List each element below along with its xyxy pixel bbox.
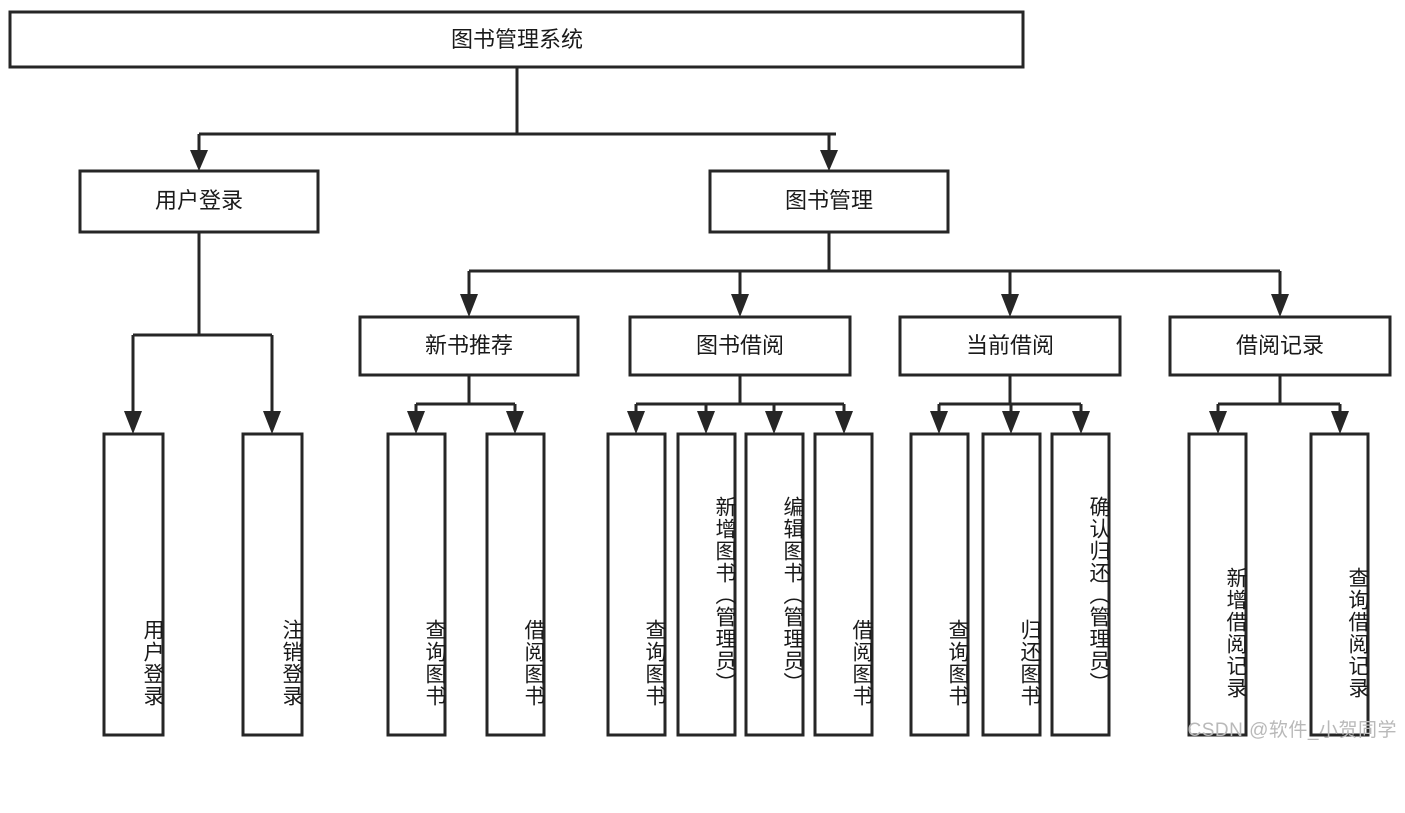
node-borrow-record[interactable]: 借阅记录 [1168,315,1392,377]
node-leaf-query-book-recommend-box[interactable] [386,432,447,737]
diagram-canvas: 图书管理系统 用户登录 图书管理 新书推荐 图书借阅 当前借阅 借阅记录 [8,10,1397,741]
node-new-book-recommend-box[interactable] [358,315,580,377]
node-new-book-recommend[interactable]: 新书推荐 [358,315,580,377]
node-leaf-query-book-current-box[interactable] [909,432,970,737]
node-leaf-confirm-return-admin-box[interactable] [1050,432,1111,737]
node-current-borrow-label: 当前借阅 [966,333,1054,358]
node-book-borrow-label: 图书借阅 [696,333,784,358]
arrowhead-leaf-add-book-admin [697,411,715,434]
arrowhead-leaf-query-book-recommend [407,411,425,434]
node-leaf-return-book-box[interactable] [981,432,1042,737]
node-book-manage-label: 图书管理 [785,188,873,213]
connector-current-borrow-to-leaves [930,375,1090,434]
arrowhead-leaf-query-book-current [930,411,948,434]
connector-book-manage-to-level2 [460,232,1289,317]
node-borrow-record-label: 借阅记录 [1236,333,1324,358]
arrowhead-leaf-return-book [1002,411,1020,434]
arrowhead-user-login [190,150,208,171]
arrowhead-borrow-record [1271,294,1289,317]
node-leaf-add-book-admin-box[interactable] [676,432,737,737]
arrowhead-book-manage [820,150,838,171]
arrowhead-current-borrow [1001,294,1019,317]
node-book-borrow-box[interactable] [628,315,852,377]
node-leaf-add-borrow-record-box[interactable] [1187,432,1248,737]
node-root-label: 图书管理系统 [451,27,583,52]
arrowhead-leaf-borrow-book [835,411,853,434]
node-root-box[interactable] [8,10,1025,69]
connector-user-login-to-leaves [124,232,281,434]
arrowhead-leaf-add-borrow-record [1209,411,1227,434]
arrowhead-leaf-confirm-return [1072,411,1090,434]
node-leaf-user-login-box[interactable] [102,432,165,737]
node-book-manage[interactable]: 图书管理 [708,169,950,234]
node-new-book-recommend-label: 新书推荐 [425,333,513,358]
node-leaf-query-book-borrow-box[interactable] [606,432,667,737]
node-leaf-borrow-book-box[interactable] [813,432,874,737]
node-user-login[interactable]: 用户登录 [78,169,320,234]
connector-book-borrow-to-leaves [627,375,853,434]
node-current-borrow[interactable]: 当前借阅 [898,315,1122,377]
arrowhead-leaf-edit-book-admin [765,411,783,434]
node-user-login-box[interactable] [78,169,320,234]
connector-new-book-to-leaves [407,375,524,434]
arrowhead-leaf-logout [263,411,281,434]
arrowhead-leaf-user-login [124,411,142,434]
node-book-borrow[interactable]: 图书借阅 [628,315,852,377]
node-book-manage-box[interactable] [708,169,950,234]
arrowhead-new-book-recommend [460,294,478,317]
arrowhead-book-borrow [731,294,749,317]
csdn-watermark: CSDN @软件_小贺同学 [1187,720,1397,741]
arrowhead-leaf-query-book-borrow [627,411,645,434]
arrowhead-leaf-borrow-book-recommend [506,411,524,434]
arrowhead-leaf-query-borrow-record [1331,411,1349,434]
node-leaf-edit-book-admin-box[interactable] [744,432,805,737]
connector-borrow-record-to-leaves [1209,375,1349,434]
node-leaf-borrow-book-recommend-box[interactable] [485,432,546,737]
node-borrow-record-box[interactable] [1168,315,1392,377]
node-root[interactable]: 图书管理系统 [8,10,1025,69]
node-leaf-logout-login-box[interactable] [241,432,304,737]
connector-root-to-level1 [190,67,838,171]
hierarchy-diagram: 图书管理系统 用户登录 图书管理 新书推荐 图书借阅 当前借阅 借阅记录 [8,10,1392,737]
node-current-borrow-box[interactable] [898,315,1122,377]
node-user-login-label: 用户登录 [155,188,243,213]
node-leaf-query-borrow-record-box[interactable] [1309,432,1370,737]
